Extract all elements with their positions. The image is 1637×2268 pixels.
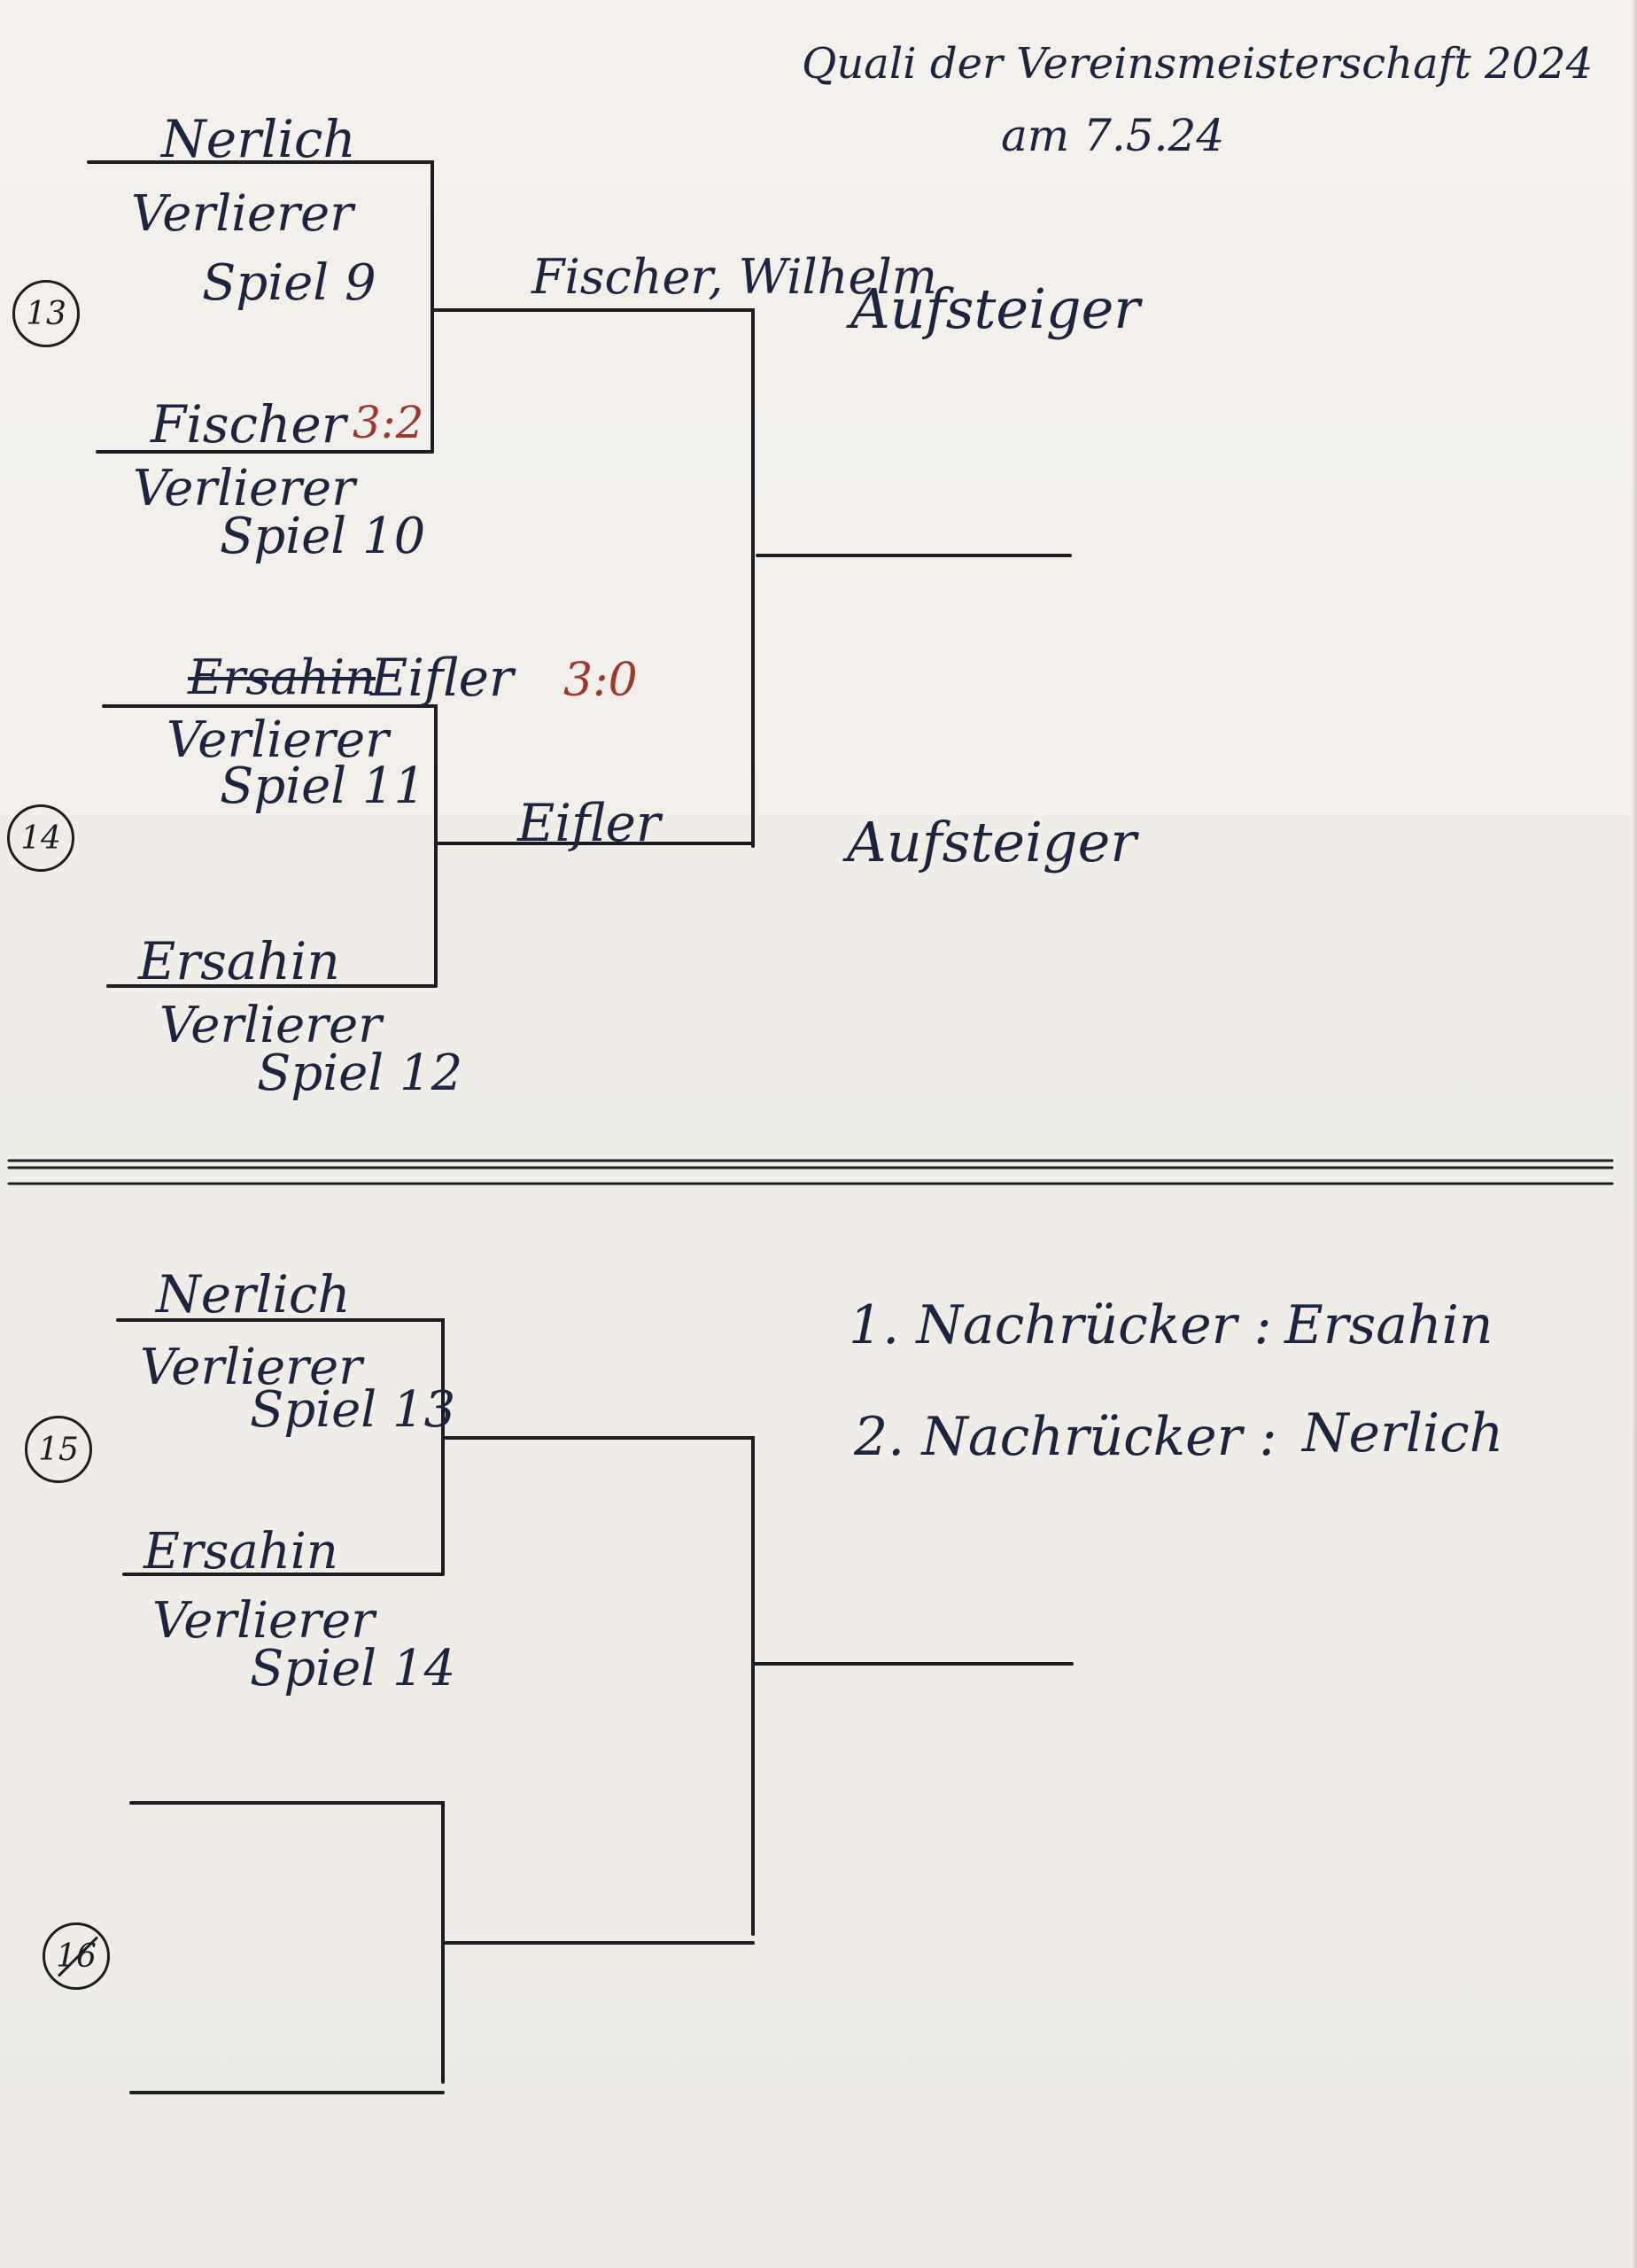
match13-number: 13	[12, 280, 80, 347]
match14-slot1-source: Verlierer	[167, 711, 389, 769]
nachruecker-1-label: 1. Nachrücker :	[849, 1294, 1272, 1356]
match13-winner: Fischer, Wilhelm	[531, 249, 937, 305]
match13-slot1-source-game: Spiel 9	[202, 254, 376, 312]
match13-slot1-source: Verlierer	[131, 185, 353, 243]
match15-bracket	[116, 1318, 1074, 1936]
match14-slot2-name: Ersahin	[138, 931, 340, 991]
nachruecker-2-label: 2. Nachrücker :	[854, 1406, 1277, 1468]
match14-slot1-score: 3:0	[563, 654, 638, 707]
match14-slot1-source-game: Spiel 11	[220, 757, 426, 815]
match15-slot2-name: Ersahin	[144, 1523, 338, 1581]
match13-bracket	[87, 160, 1072, 848]
nachruecker-2-name: Nerlich	[1302, 1402, 1504, 1464]
match15-slot1-source-game: Spiel 13	[250, 1381, 456, 1439]
match16-number: 16	[43, 1922, 110, 1990]
match13-slot1-name: Nerlich	[161, 109, 356, 169]
sheet-date: am 7.5.24	[1001, 110, 1225, 161]
match15-slot1-source: Verlierer	[140, 1339, 362, 1396]
match14-slot2-source: Verlierer	[159, 997, 382, 1054]
match13-slot2-source: Verlierer	[133, 460, 355, 517]
match13-slot2-score: 3:2	[353, 397, 424, 448]
aufsteiger-note-1: Aufsteiger	[850, 276, 1140, 341]
match15-slot1-name: Nerlich	[156, 1264, 351, 1324]
match15-slot2-source-game: Spiel 14	[250, 1640, 456, 1697]
sheet-title: Quali der Vereinsmeisterschaft 2024	[802, 39, 1594, 89]
match14-slot1-name-struck: Ersahin	[188, 649, 376, 705]
match13-slot2-source-game: Spiel 10	[220, 508, 426, 565]
match14-number: 14	[7, 804, 74, 872]
match15-number: 15	[25, 1416, 92, 1483]
match16-bracket	[129, 1801, 755, 2094]
match14-slot2-source-game: Spiel 12	[257, 1045, 463, 1102]
match14-slot1-name: Eifler	[370, 648, 514, 708]
nachruecker-1-name: Ersahin	[1284, 1294, 1493, 1356]
match15-slot2-source: Verlierer	[152, 1592, 375, 1650]
page-divider	[7, 1159, 1614, 1185]
match14-winner: Eifler	[517, 793, 661, 853]
aufsteiger-note-2: Aufsteiger	[847, 810, 1137, 874]
match14-bracket	[102, 704, 755, 988]
match13-slot2-name: Fischer	[151, 394, 346, 454]
